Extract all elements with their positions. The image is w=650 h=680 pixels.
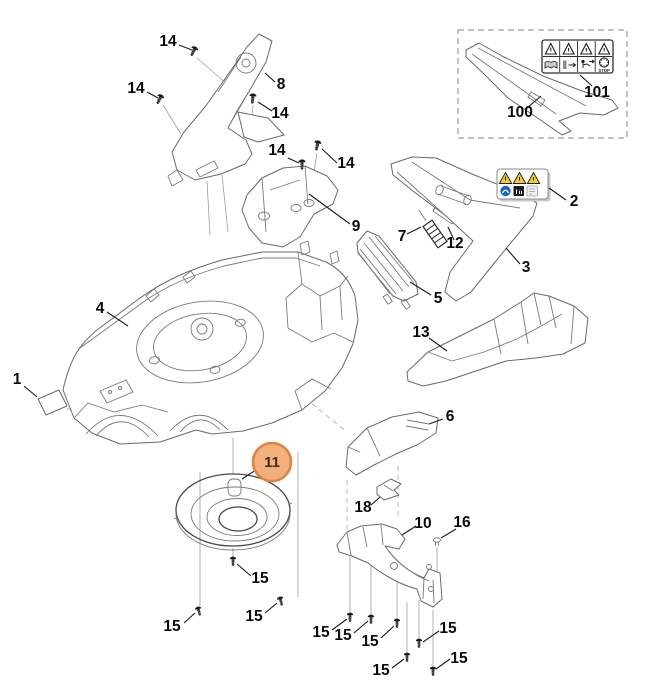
callout-11[interactable]: 11 xyxy=(264,454,280,471)
sticker-drawing-2 xyxy=(496,168,551,202)
screw-15 xyxy=(393,618,401,629)
part-drawing-6 xyxy=(345,411,439,476)
callout-7[interactable]: 7 xyxy=(398,228,407,245)
deck-recess xyxy=(136,300,264,384)
part-drawing-16 xyxy=(433,537,441,546)
instruction-icon-dark xyxy=(513,186,524,196)
callout-14[interactable]: 14 xyxy=(159,33,177,50)
callout-15[interactable]: 15 xyxy=(334,627,352,644)
part-drawing-18 xyxy=(376,478,402,501)
callout-14[interactable]: 14 xyxy=(127,80,145,97)
screw-15 xyxy=(194,605,204,617)
callout-14[interactable]: 14 xyxy=(268,142,286,159)
callout-15[interactable]: 15 xyxy=(372,662,390,679)
callout-15[interactable]: 15 xyxy=(251,570,269,587)
part-drawing-11 xyxy=(173,473,293,551)
callout-15[interactable]: 15 xyxy=(361,633,379,650)
part-drawing-10 xyxy=(336,523,443,608)
callout-5[interactable]: 5 xyxy=(434,290,443,307)
screw-15 xyxy=(229,556,237,567)
callout-15[interactable]: 15 xyxy=(163,618,181,635)
callout-16[interactable]: 16 xyxy=(453,514,471,531)
part-drawing-8 xyxy=(167,33,285,187)
screw-14 xyxy=(154,92,166,106)
callout-1[interactable]: 1 xyxy=(13,371,22,388)
highlighted-callout-11[interactable]: 11 xyxy=(251,441,293,483)
stop-text: STOP xyxy=(598,68,610,73)
callout-15[interactable]: 15 xyxy=(439,620,457,637)
part-drawing-9 xyxy=(241,165,339,248)
person-body-icon xyxy=(582,59,595,68)
highlight-circle[interactable] xyxy=(251,441,293,483)
screw-15 xyxy=(429,666,437,677)
part-drawing-7 xyxy=(418,209,448,249)
part-drawing-5 xyxy=(356,230,419,310)
inset-box: STOP xyxy=(457,29,628,139)
stop-icon: STOP xyxy=(598,57,610,73)
part-drawing-13 xyxy=(406,292,589,387)
screw-15 xyxy=(346,612,354,623)
screw-14 xyxy=(248,92,257,105)
part-drawing-100 xyxy=(465,42,619,136)
person-icon xyxy=(563,60,567,69)
manual-book-icon xyxy=(544,60,558,69)
callout-4[interactable]: 4 xyxy=(96,300,105,317)
part-drawing-1 xyxy=(37,389,68,416)
callout-6[interactable]: 6 xyxy=(446,408,455,425)
screw-15 xyxy=(276,595,286,607)
leader-lines xyxy=(23,44,593,670)
callout-8[interactable]: 8 xyxy=(277,76,286,93)
callout-3[interactable]: 3 xyxy=(522,259,531,276)
sticker-drawing-101: STOP xyxy=(541,39,614,74)
callout-13[interactable]: 13 xyxy=(412,324,430,341)
part-drawing-4 xyxy=(62,240,359,445)
person-head-icon xyxy=(581,59,585,64)
mandatory-action-icon xyxy=(500,185,511,197)
screw-14 xyxy=(312,139,322,152)
screw-14 xyxy=(188,44,200,58)
screw-15 xyxy=(367,614,375,625)
callout-18[interactable]: 18 xyxy=(354,499,372,516)
callout-100[interactable]: 100 xyxy=(507,104,533,121)
callout-2[interactable]: 2 xyxy=(570,193,579,210)
callout-10[interactable]: 10 xyxy=(414,515,431,532)
instruction-icon-light xyxy=(526,185,538,197)
callout-101[interactable]: 101 xyxy=(584,84,610,101)
screw-15 xyxy=(415,638,423,649)
callout-12[interactable]: 12 xyxy=(446,235,463,252)
callout-15[interactable]: 15 xyxy=(450,650,468,667)
screw-15 xyxy=(403,652,411,663)
callout-15[interactable]: 15 xyxy=(312,624,330,641)
callout-14[interactable]: 14 xyxy=(271,105,289,122)
callout-labels: 1 2 3 4 5 6 7 8 9 10 12 13 16 18 100 101… xyxy=(13,33,611,679)
callout-14[interactable]: 14 xyxy=(337,155,355,172)
callout-15[interactable]: 15 xyxy=(245,608,263,625)
callout-9[interactable]: 9 xyxy=(352,218,361,235)
mower-arrow-icon xyxy=(568,62,577,68)
